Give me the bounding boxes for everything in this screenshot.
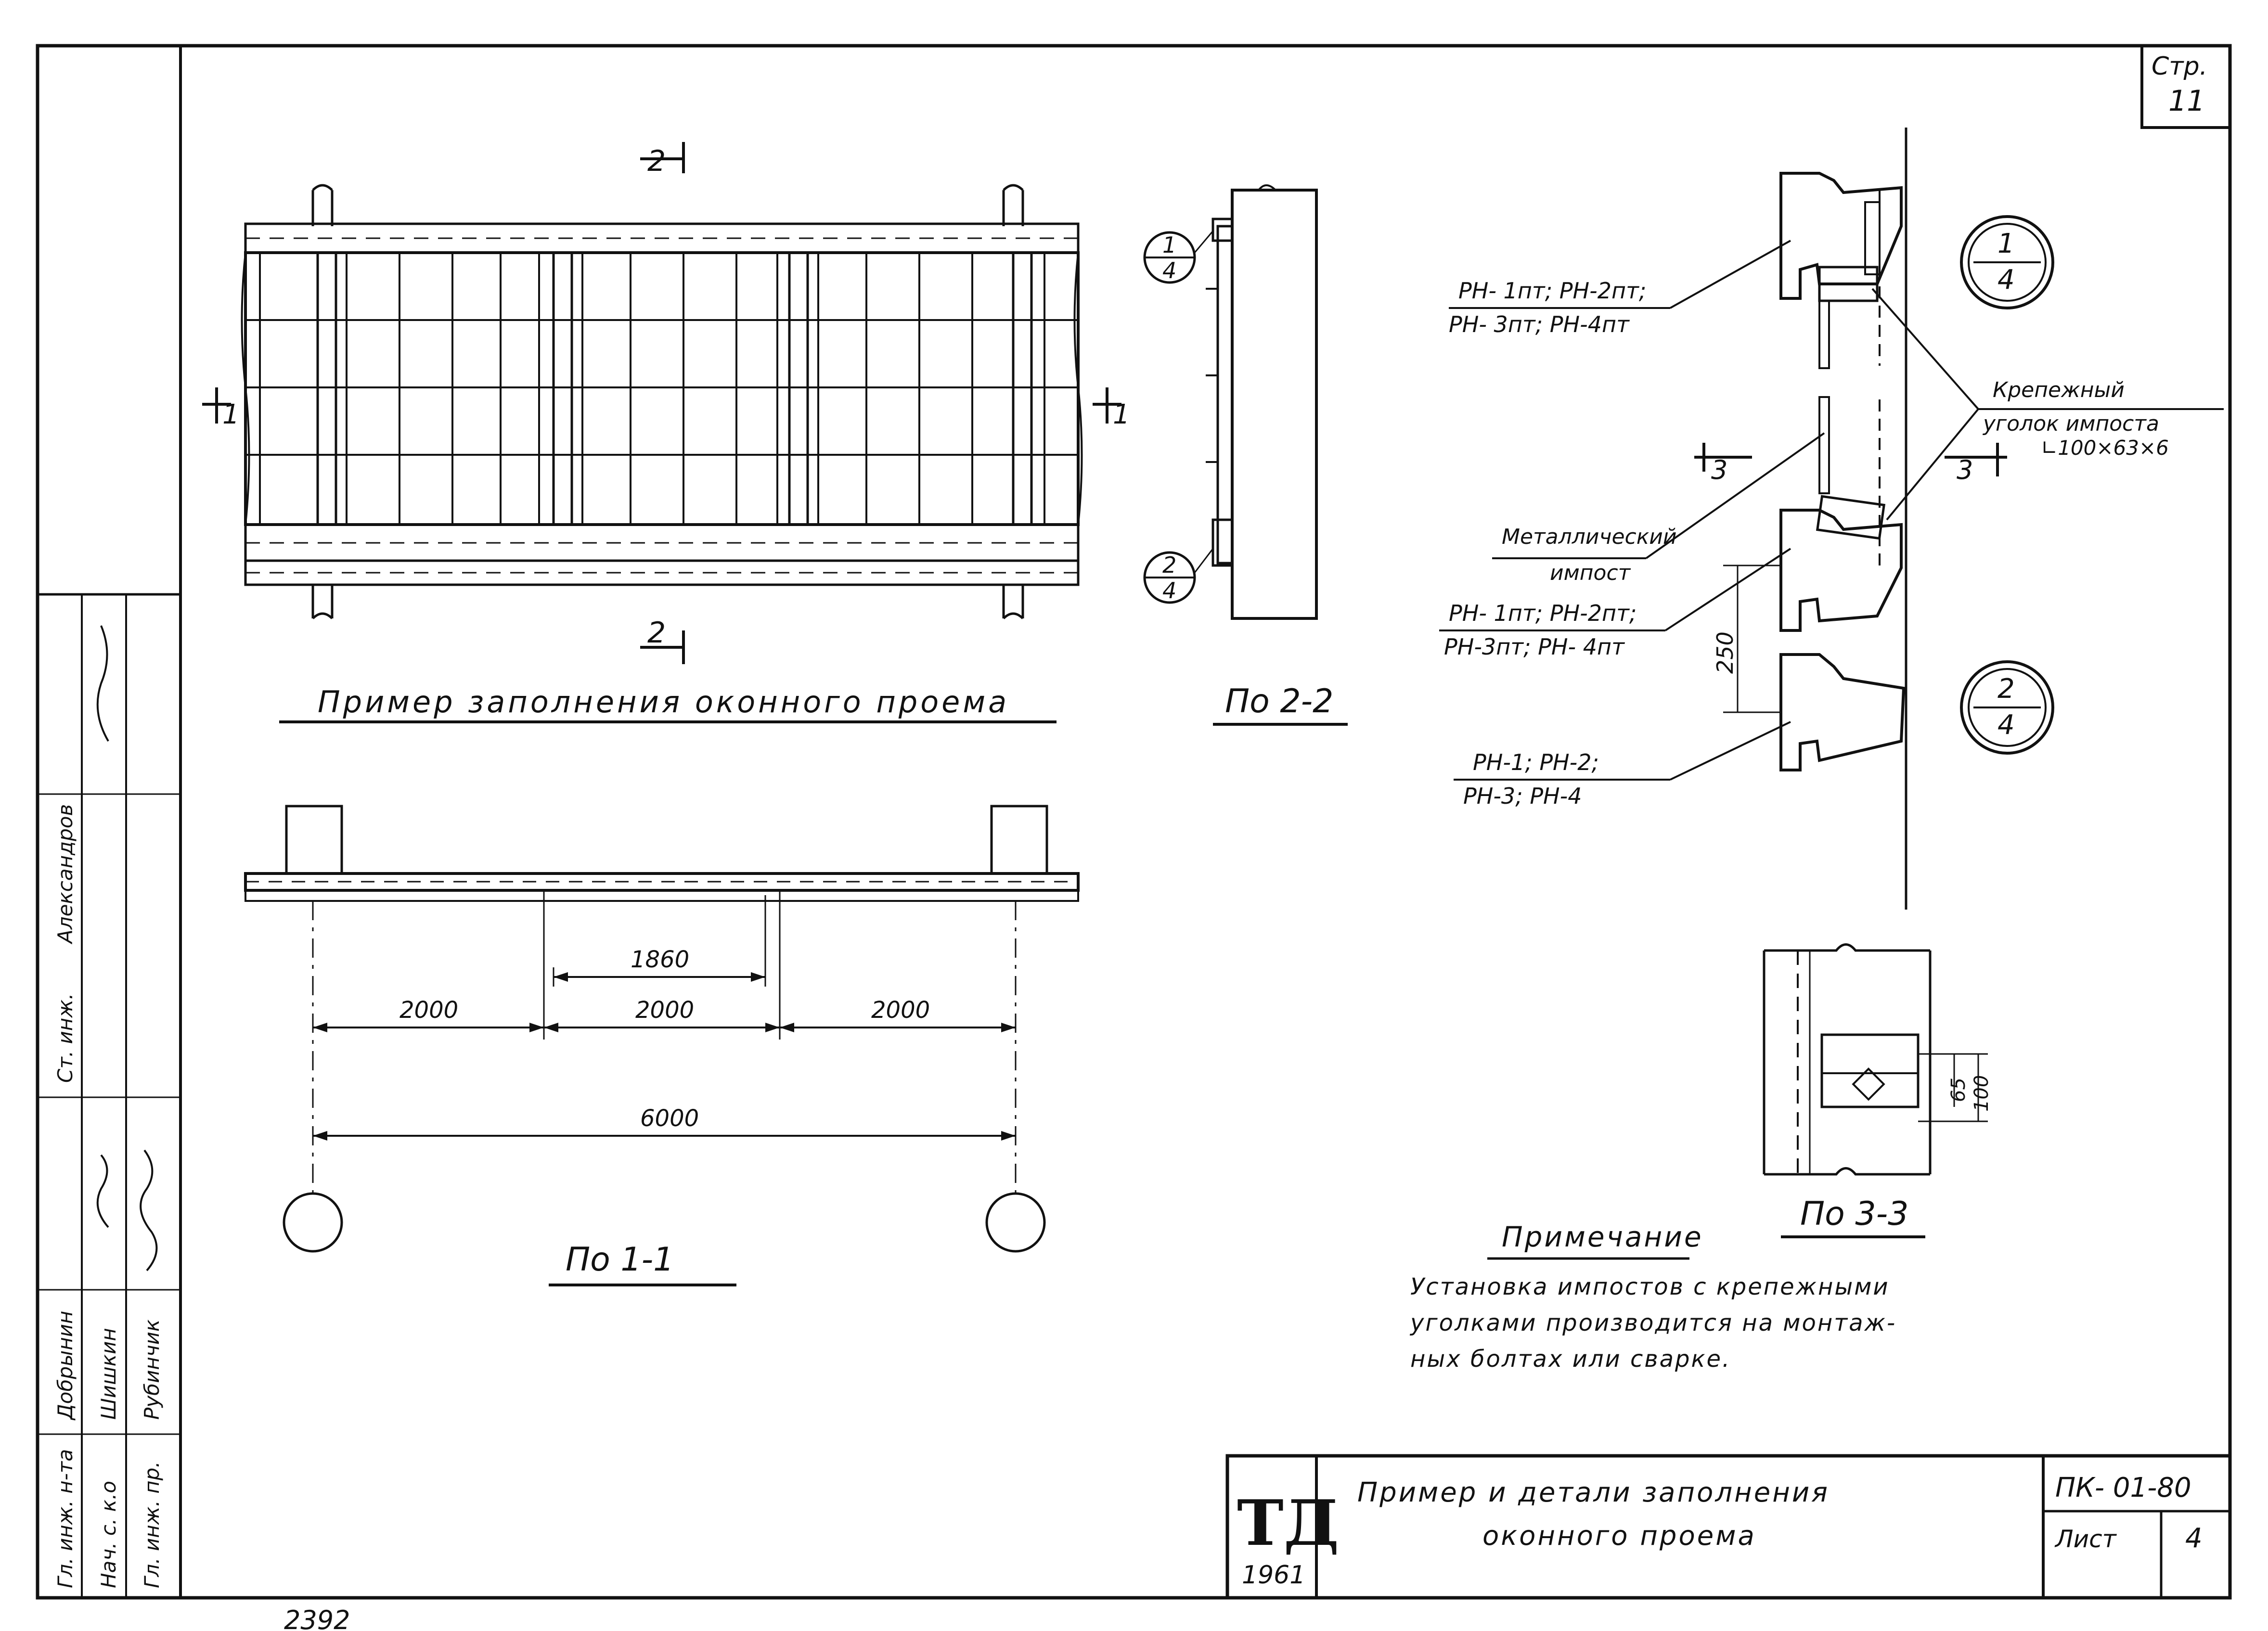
note-line-2: уголками производится на монтаж- xyxy=(1409,1310,1896,1336)
title-block xyxy=(1225,1454,2232,1600)
callout-detail-bottom-den: 4 xyxy=(1997,709,2015,741)
signature-block xyxy=(38,593,180,1598)
callout-detail-top-den: 4 xyxy=(1997,264,2015,295)
note-heading: Примечание xyxy=(1502,1220,1703,1253)
dim-2000-b: 2000 xyxy=(635,997,694,1024)
callout-2-2-bottom-den: 4 xyxy=(1162,578,1176,604)
section-2-2-caption: По 2-2 xyxy=(1225,682,1333,720)
sheet-number: 4 xyxy=(2185,1523,2203,1554)
dim-6000: 6000 xyxy=(640,1105,699,1132)
cut-3-left-label: 3 xyxy=(1711,455,1727,485)
name-rubinchik: Рубинчик xyxy=(140,1319,164,1420)
callout-detail-top-num: 1 xyxy=(1997,228,2015,259)
dim-250: 250 xyxy=(1712,631,1738,674)
name-aleksandrov: Александров xyxy=(53,804,77,945)
label-rn-3: РН-3; РН-4 xyxy=(1463,783,1582,809)
title-line-2: оконного проема xyxy=(1482,1520,1756,1552)
node-details xyxy=(1439,128,2224,910)
cut-1-right-label: 1 xyxy=(1113,399,1130,430)
dim-65: 65 xyxy=(1947,1078,1970,1102)
callout-detail-bottom-num: 2 xyxy=(1997,673,2015,705)
label-rn-1pt-2-bottom: РН-3пт; РН- 4пт xyxy=(1444,634,1625,660)
role-senior-engineer: Ст. инж. xyxy=(53,993,77,1083)
label-fastener-line3: ∟100×63×6 xyxy=(2041,436,2169,460)
label-rn-1pt-2-top: РН- 1пт; РН-2пт; xyxy=(1449,600,1637,626)
note-line-1: Установка импостов с крепежными xyxy=(1410,1273,1890,1300)
title-logo: ТД xyxy=(1237,1486,1339,1560)
label-rn-1: РН-1; РН-2; xyxy=(1473,749,1599,775)
dim-1860: 1860 xyxy=(631,946,689,973)
label-fastener-line1: Крепежный xyxy=(1993,378,2125,402)
name-dobrynin: Добрынин xyxy=(53,1311,77,1421)
cut-3-right-label: 3 xyxy=(1957,455,1973,485)
label-impost-line2: импост xyxy=(1550,561,1631,585)
sheet-label: Лист xyxy=(2054,1525,2117,1553)
note-line-3: ных болтах или сварке. xyxy=(1410,1346,1731,1373)
cut-2-top-label: 2 xyxy=(647,144,666,178)
section-3-3-caption: По 3-3 xyxy=(1800,1195,1908,1233)
label-fastener-line2: уголок импоста xyxy=(1982,411,2159,436)
window-elevation xyxy=(202,142,1121,664)
role-chief-engineer-dept: Гл. инж. н-та xyxy=(53,1449,77,1588)
section-1-1 xyxy=(244,805,1080,1253)
name-shishkin: Шишкин xyxy=(97,1328,120,1420)
callout-2-2-top-den: 4 xyxy=(1162,257,1176,283)
dim-2000-c: 2000 xyxy=(871,997,930,1024)
cut-2-bottom-label: 2 xyxy=(647,616,666,650)
cut-1-left-label: 1 xyxy=(222,399,240,430)
role-head-section: Нач. с. к.о xyxy=(97,1481,120,1588)
role-chief-engineer-project: Гл. инж. пр. xyxy=(140,1461,164,1588)
title-year: 1961 xyxy=(1242,1561,1305,1590)
section-2-2 xyxy=(1143,184,1318,620)
callout-2-2-top-num: 1 xyxy=(1162,232,1176,258)
archive-number: 2392 xyxy=(284,1605,350,1631)
label-rn-1pt-top: РН- 1пт; РН-2пт; xyxy=(1458,278,1646,304)
section-1-1-caption: По 1-1 xyxy=(566,1241,674,1279)
dim-100: 100 xyxy=(1971,1075,1993,1112)
page-number: 11 xyxy=(2168,84,2205,118)
page-label: Стр. xyxy=(2152,52,2207,81)
title-line-1: Пример и детали заполнения xyxy=(1357,1477,1830,1508)
sheet-frame xyxy=(36,44,2232,1600)
callout-2-2-bottom-num: 2 xyxy=(1162,552,1176,578)
document-code: ПК- 01-80 xyxy=(2055,1472,2191,1503)
dim-2000-a: 2000 xyxy=(399,997,458,1024)
label-rn-1pt-bottom: РН- 3пт; РН-4пт xyxy=(1449,311,1630,337)
elevation-caption: Пример заполнения оконного проема xyxy=(318,684,1009,719)
section-3-3 xyxy=(1763,943,1988,1176)
label-impost-line1: Металлический xyxy=(1502,525,1677,549)
